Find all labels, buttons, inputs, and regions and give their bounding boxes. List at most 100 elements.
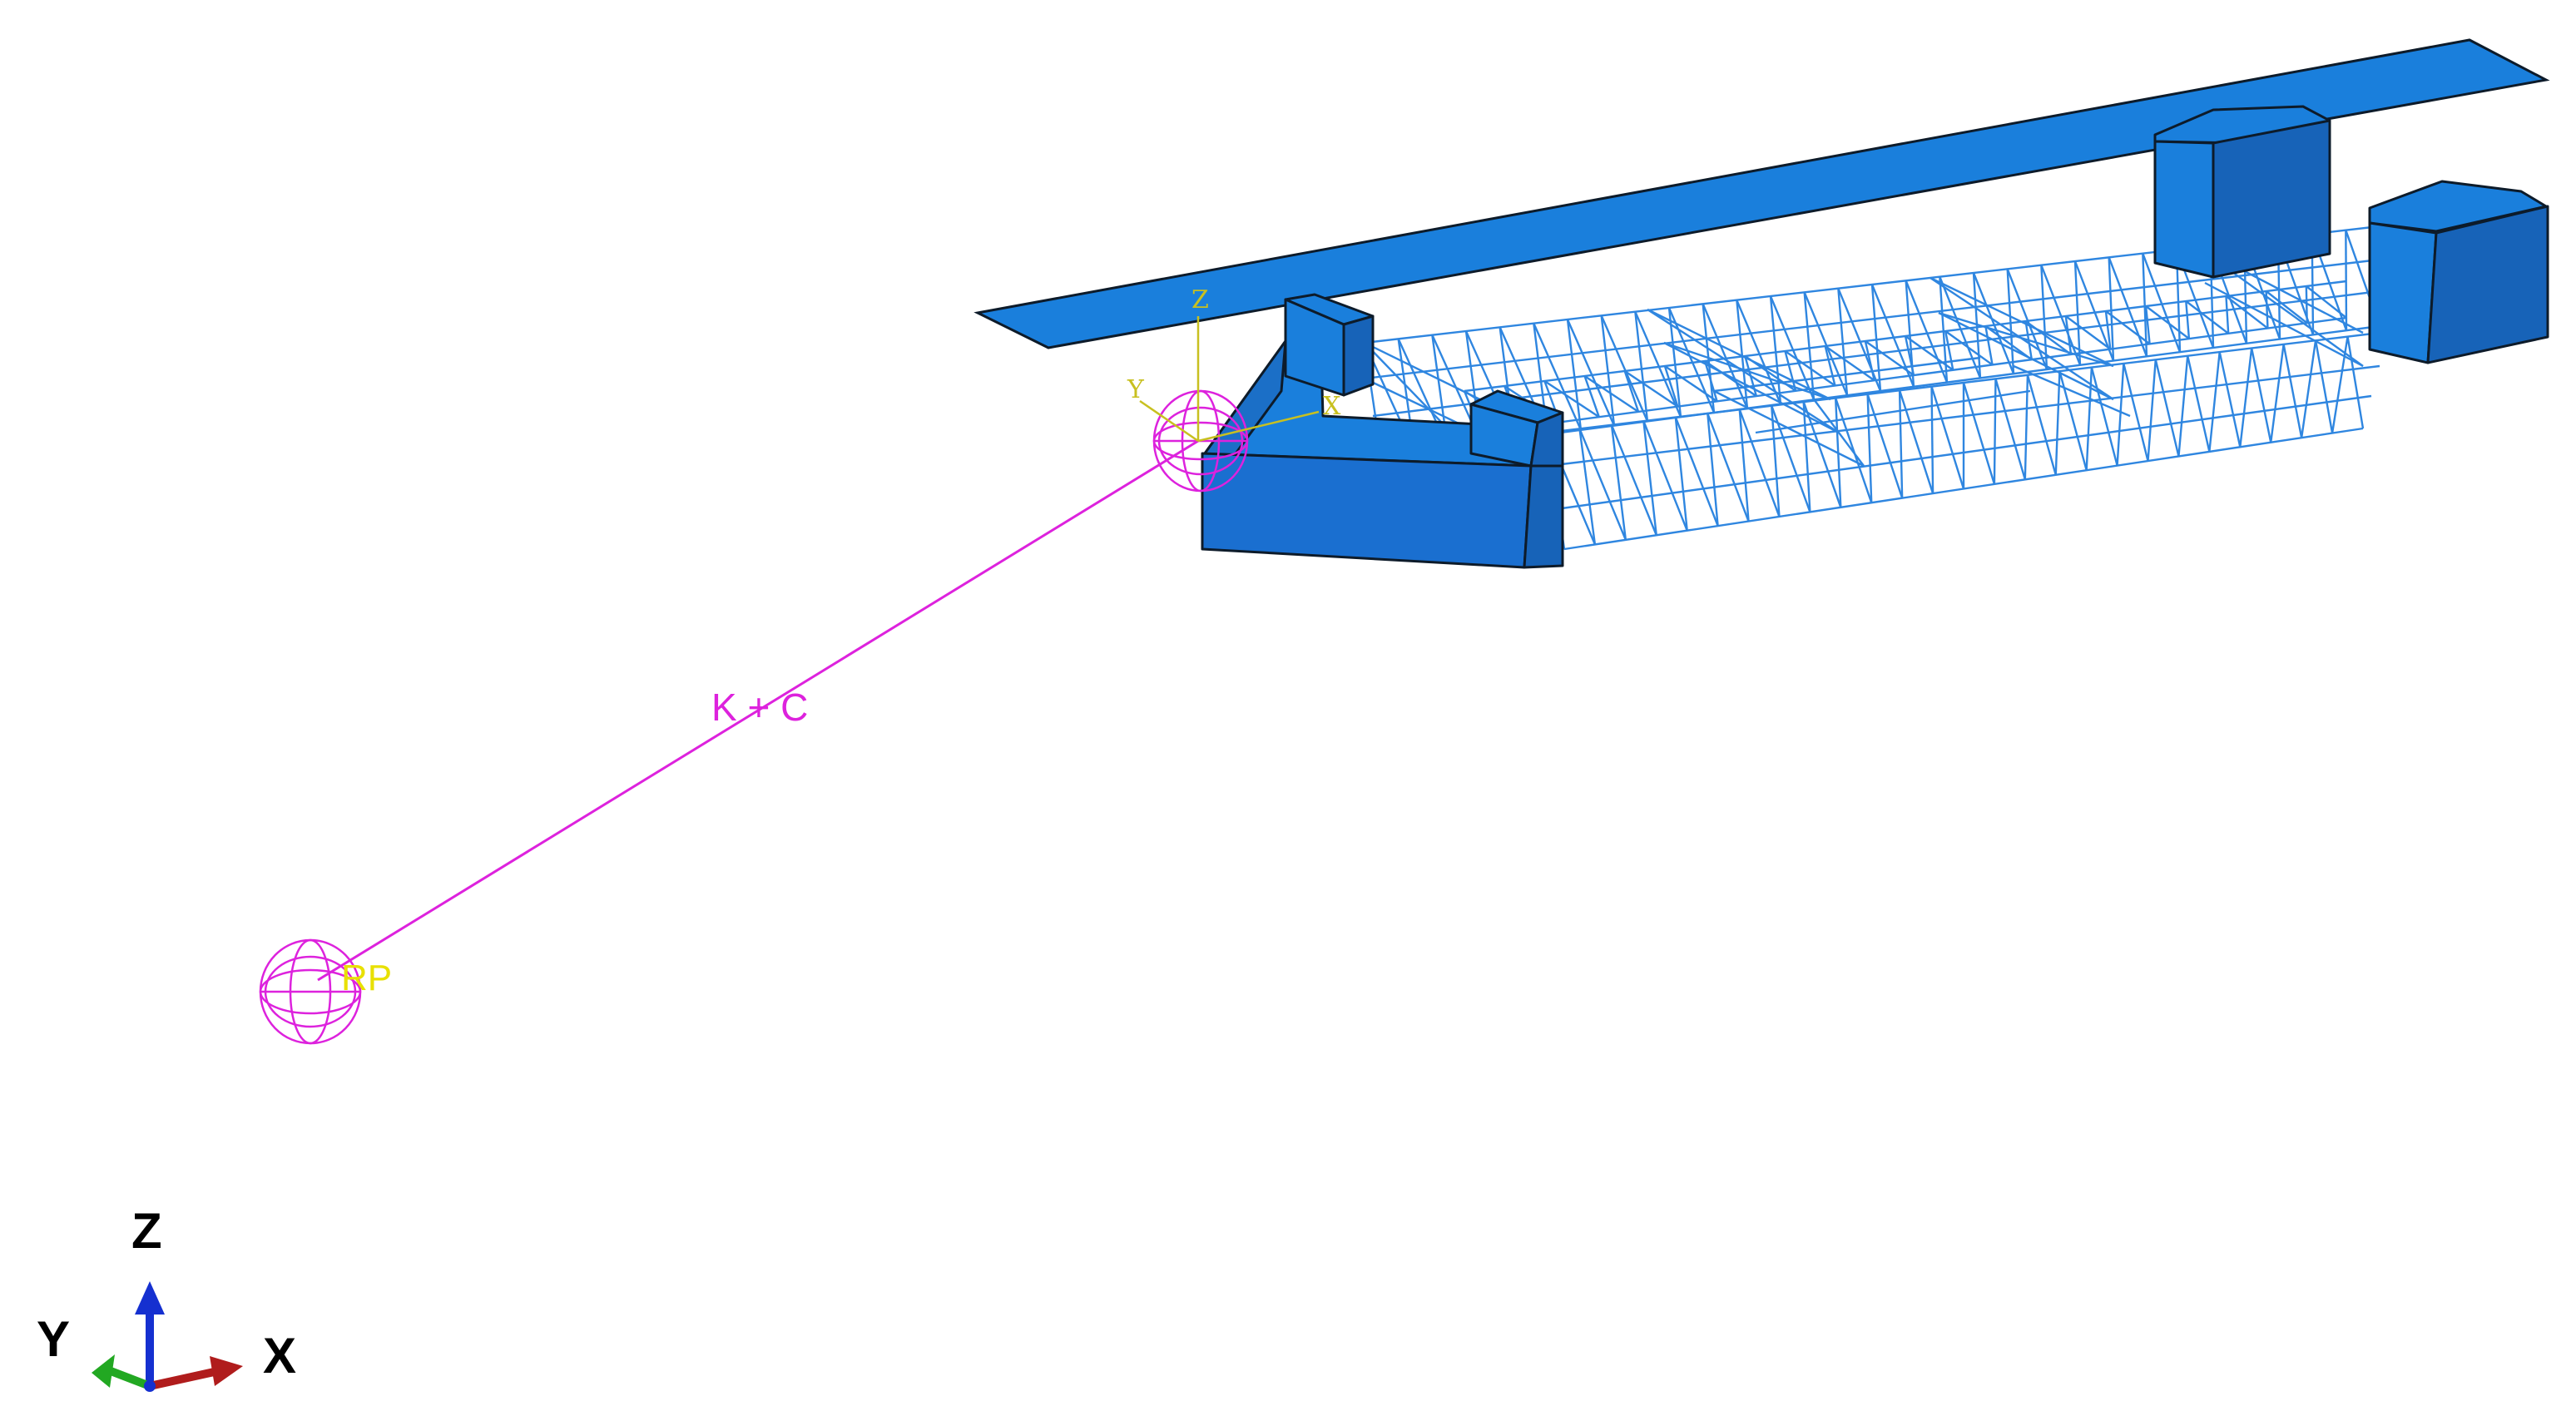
truss-member <box>1898 389 1934 494</box>
truss-member <box>2300 340 2317 438</box>
truss-member <box>2145 305 2190 340</box>
truss-member <box>2187 355 2211 453</box>
truss-member <box>2185 300 2229 334</box>
truss-member <box>1707 413 1750 522</box>
truss-member <box>2073 260 2082 365</box>
truss-member <box>1944 330 1994 366</box>
truss-member <box>2270 344 2285 443</box>
truss-member <box>1583 375 1600 418</box>
right-back-block[interactable] <box>2153 105 2331 279</box>
truss-member <box>1898 390 1904 498</box>
truss-member <box>2239 348 2253 448</box>
truss-member <box>1624 370 1679 408</box>
truss-member <box>2006 268 2048 370</box>
truss-member <box>2006 269 2015 374</box>
truss-member <box>1984 325 1994 365</box>
truss-member <box>2123 363 2149 462</box>
truss-member <box>2108 256 2148 357</box>
truss-member <box>2346 336 2365 429</box>
left-v-block[interactable] <box>1201 293 1564 569</box>
truss-member <box>2225 295 2269 329</box>
truss-member <box>1736 300 1749 408</box>
top-plate[interactable] <box>973 38 2550 349</box>
truss-member <box>1634 311 1649 422</box>
truss-member <box>1972 272 2015 374</box>
truss-member <box>1600 314 1649 422</box>
truss-member <box>1664 365 1718 403</box>
truss-member <box>1533 323 1583 431</box>
truss-member <box>2105 310 2151 345</box>
truss-member <box>1944 330 1954 370</box>
truss-member <box>2065 315 2112 350</box>
truss-member <box>1866 394 1873 503</box>
truss-member <box>1736 300 1782 405</box>
truss-member <box>1784 350 1836 387</box>
truss-member <box>1702 303 1749 409</box>
truss-member <box>1835 398 1873 503</box>
reference-point-label: RP <box>341 958 392 998</box>
spring-dashpot-connector[interactable]: K + C <box>317 439 1199 982</box>
truss-member <box>2040 265 2082 366</box>
truss-member <box>1802 402 1811 512</box>
truss-member <box>1930 386 1934 494</box>
truss-member <box>2054 371 2061 475</box>
truss-member <box>1824 345 1875 382</box>
truss-member <box>1930 386 1965 489</box>
truss-member <box>1674 417 1719 527</box>
truss-member <box>2104 310 2112 349</box>
truss-member <box>1802 401 1842 508</box>
truss-member <box>1939 276 1982 379</box>
truss-member <box>1663 365 1679 407</box>
truss-member <box>2218 351 2242 448</box>
truss-member <box>1803 291 1849 396</box>
truss-member <box>2185 300 2191 339</box>
truss-member <box>1667 307 1682 418</box>
truss-member <box>1865 340 1915 376</box>
truss-member <box>2058 370 2088 471</box>
truss-member <box>2064 315 2073 355</box>
truss-member <box>2108 257 2115 361</box>
local-y-label: Y <box>1127 375 1145 404</box>
connector-label: K + C <box>711 686 808 729</box>
truss-member <box>2144 305 2151 344</box>
truss-member <box>1769 295 1782 404</box>
truss-member <box>2306 285 2347 319</box>
truss-member <box>1904 335 1915 376</box>
truss-member <box>1771 405 1781 517</box>
truss-member <box>2208 351 2221 453</box>
right-front-block[interactable] <box>2368 180 2549 364</box>
local-z-label: Z <box>1191 285 1209 314</box>
truss-member <box>1803 292 1816 400</box>
truss-member <box>2177 355 2189 457</box>
truss-member <box>1784 350 1797 392</box>
truss-member <box>1738 408 1781 517</box>
truss-member <box>2116 363 2125 466</box>
truss-member <box>1634 311 1682 418</box>
truss-member <box>1769 295 1816 400</box>
truss-member <box>1993 379 1997 484</box>
truss-member <box>2090 367 2118 466</box>
truss-member <box>1837 288 1849 396</box>
truss-member <box>1642 421 1657 536</box>
truss-member <box>1610 424 1627 540</box>
truss-member <box>2142 253 2182 353</box>
truss-member <box>2154 359 2180 457</box>
truss-member <box>1738 409 1750 522</box>
truss-member <box>1905 280 1949 384</box>
truss-member <box>1578 428 1627 541</box>
reference-point-sphere-icon[interactable] <box>259 938 362 1045</box>
truss-member <box>2225 295 2230 334</box>
view-triad: Z X Y <box>37 1203 296 1392</box>
triad-z-label: Z <box>131 1203 162 1259</box>
truss-member <box>1566 319 1583 430</box>
truss-member <box>1674 417 1688 531</box>
truss-member <box>2282 344 2303 438</box>
truss-member <box>1905 335 1954 371</box>
truss-member <box>2265 290 2308 324</box>
attachment-sphere-icon <box>1152 389 1249 493</box>
truss-member <box>2305 285 2308 324</box>
truss-member <box>1870 284 1882 392</box>
triad-x-label: X <box>263 1328 296 1384</box>
truss-member <box>1583 375 1639 413</box>
